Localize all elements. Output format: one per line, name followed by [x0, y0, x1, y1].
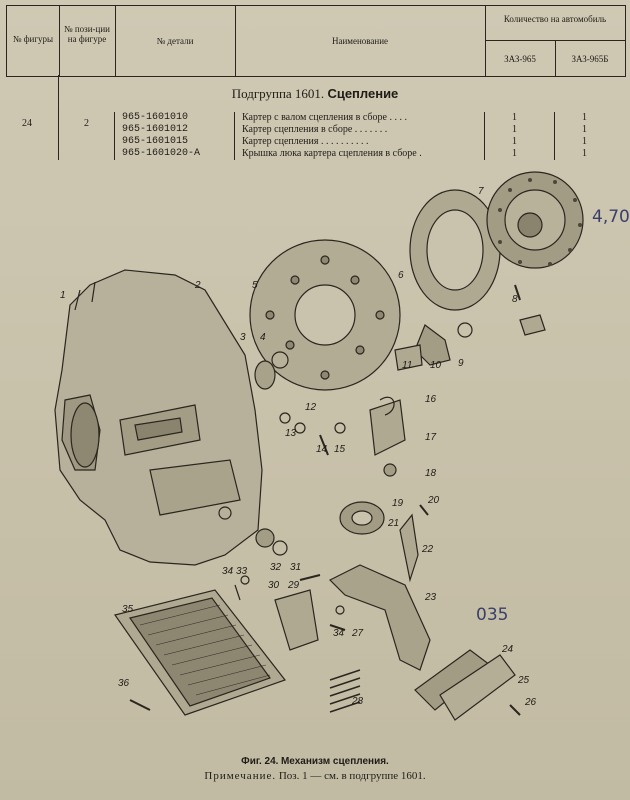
label-8: 8 — [512, 294, 518, 305]
label-22: 22 — [421, 544, 434, 555]
label-28: 28 — [351, 696, 364, 707]
qty-zaz965: 1 — [512, 148, 517, 159]
table-header: № фигуры № пози-ции на фигуре № детали Н… — [6, 5, 626, 77]
label-23: 23 — [424, 592, 437, 603]
part-name: Крышка люка картера сцепления в сборе . — [242, 148, 422, 159]
figure-caption: Фиг. 24. Механизм сцепления. — [0, 756, 630, 767]
header-position: № пози-ции на фигуре — [64, 24, 110, 44]
part-name: Картер сцепления . . . . . . . . . . — [242, 136, 369, 147]
label-9: 9 — [458, 358, 464, 369]
clutch-fork — [328, 564, 431, 671]
header-figure: № фигуры — [12, 34, 54, 44]
label-6: 6 — [398, 270, 404, 281]
label-33: 33 — [236, 566, 248, 577]
header-part-number: № детали — [156, 36, 194, 46]
label-5: 5 — [252, 280, 258, 291]
label-32: 32 — [270, 562, 282, 573]
header-zaz965b: ЗАЗ-965Б — [571, 54, 609, 64]
handwritten-note-2: 035 — [476, 605, 508, 625]
label-3: 3 — [240, 332, 246, 343]
label-34-b: 34 — [333, 628, 345, 639]
header-quantity: Количество на автомобиль — [503, 14, 607, 24]
part-name: Картер с валом сцепления в сборе . . . . — [242, 112, 407, 123]
label-18: 18 — [425, 468, 437, 479]
row-position: 2 — [84, 118, 89, 129]
label-29: 29 — [287, 580, 300, 591]
label-15: 15 — [334, 444, 346, 455]
qty-zaz965b: 1 — [582, 112, 587, 123]
header-name: Наименование — [331, 36, 389, 46]
caption-prefix: Фиг. 24. — [241, 756, 279, 767]
qty-zaz965b: 1 — [582, 148, 587, 159]
return-spring — [329, 669, 361, 713]
part-number: 965-1601012 — [122, 124, 189, 135]
figure-note: Примечание. Поз. 1 — см. в подгруппе 160… — [0, 770, 630, 782]
label-4: 4 — [260, 332, 266, 343]
qty-zaz965: 1 — [512, 124, 517, 135]
label-19: 19 — [392, 498, 404, 509]
subgroup-name: Сцепление — [327, 86, 399, 101]
label-13: 13 — [285, 428, 297, 439]
subgroup-prefix: Подгруппа 1601. — [231, 86, 325, 101]
part-number: 965-1601015 — [122, 136, 189, 147]
label-14: 14 — [316, 444, 328, 455]
label-35: 35 — [122, 604, 134, 615]
label-21: 21 — [387, 518, 399, 529]
note-text: Поз. 1 — см. в подгруппе 1601. — [278, 770, 426, 782]
header-zaz965: ЗАЗ-965 — [504, 54, 536, 64]
row-figure: 24 — [22, 118, 32, 129]
qty-zaz965b: 1 — [582, 136, 587, 147]
label-36: 36 — [118, 678, 130, 689]
label-1: 1 — [60, 290, 66, 301]
qty-zaz965: 1 — [512, 112, 517, 123]
label-20: 20 — [427, 495, 440, 506]
subgroup-title: Подгруппа 1601. Сцепление — [0, 86, 630, 102]
clutch-exploded-drawing: 1 2 3 4 5 6 7 8 9 10 11 12 13 14 15 16 1… — [54, 171, 630, 721]
label-12: 12 — [305, 402, 317, 413]
label-30: 30 — [268, 580, 280, 591]
part-number: 965-1601020-А — [122, 148, 201, 159]
note-label: Примечание. — [204, 770, 277, 782]
qty-zaz965b: 1 — [582, 124, 587, 135]
part-name: Картер сцепления в сборе . . . . . . . — [242, 124, 388, 135]
label-25: 25 — [517, 675, 530, 686]
label-17: 17 — [425, 432, 437, 443]
label-11: 11 — [402, 360, 412, 371]
part-number: 965-1601010 — [122, 112, 189, 123]
label-27: 27 — [351, 628, 364, 639]
label-10: 10 — [430, 360, 442, 371]
handwritten-note-1: 4,70 — [592, 207, 630, 227]
label-31: 31 — [290, 562, 301, 573]
caption-title: Механизм сцепления. — [280, 756, 389, 767]
qty-zaz965: 1 — [512, 136, 517, 147]
label-24: 24 — [501, 644, 514, 655]
label-34: 34 — [222, 566, 234, 577]
label-26: 26 — [524, 697, 537, 708]
label-7: 7 — [478, 186, 484, 197]
label-16: 16 — [425, 394, 437, 405]
label-2: 2 — [194, 280, 201, 291]
